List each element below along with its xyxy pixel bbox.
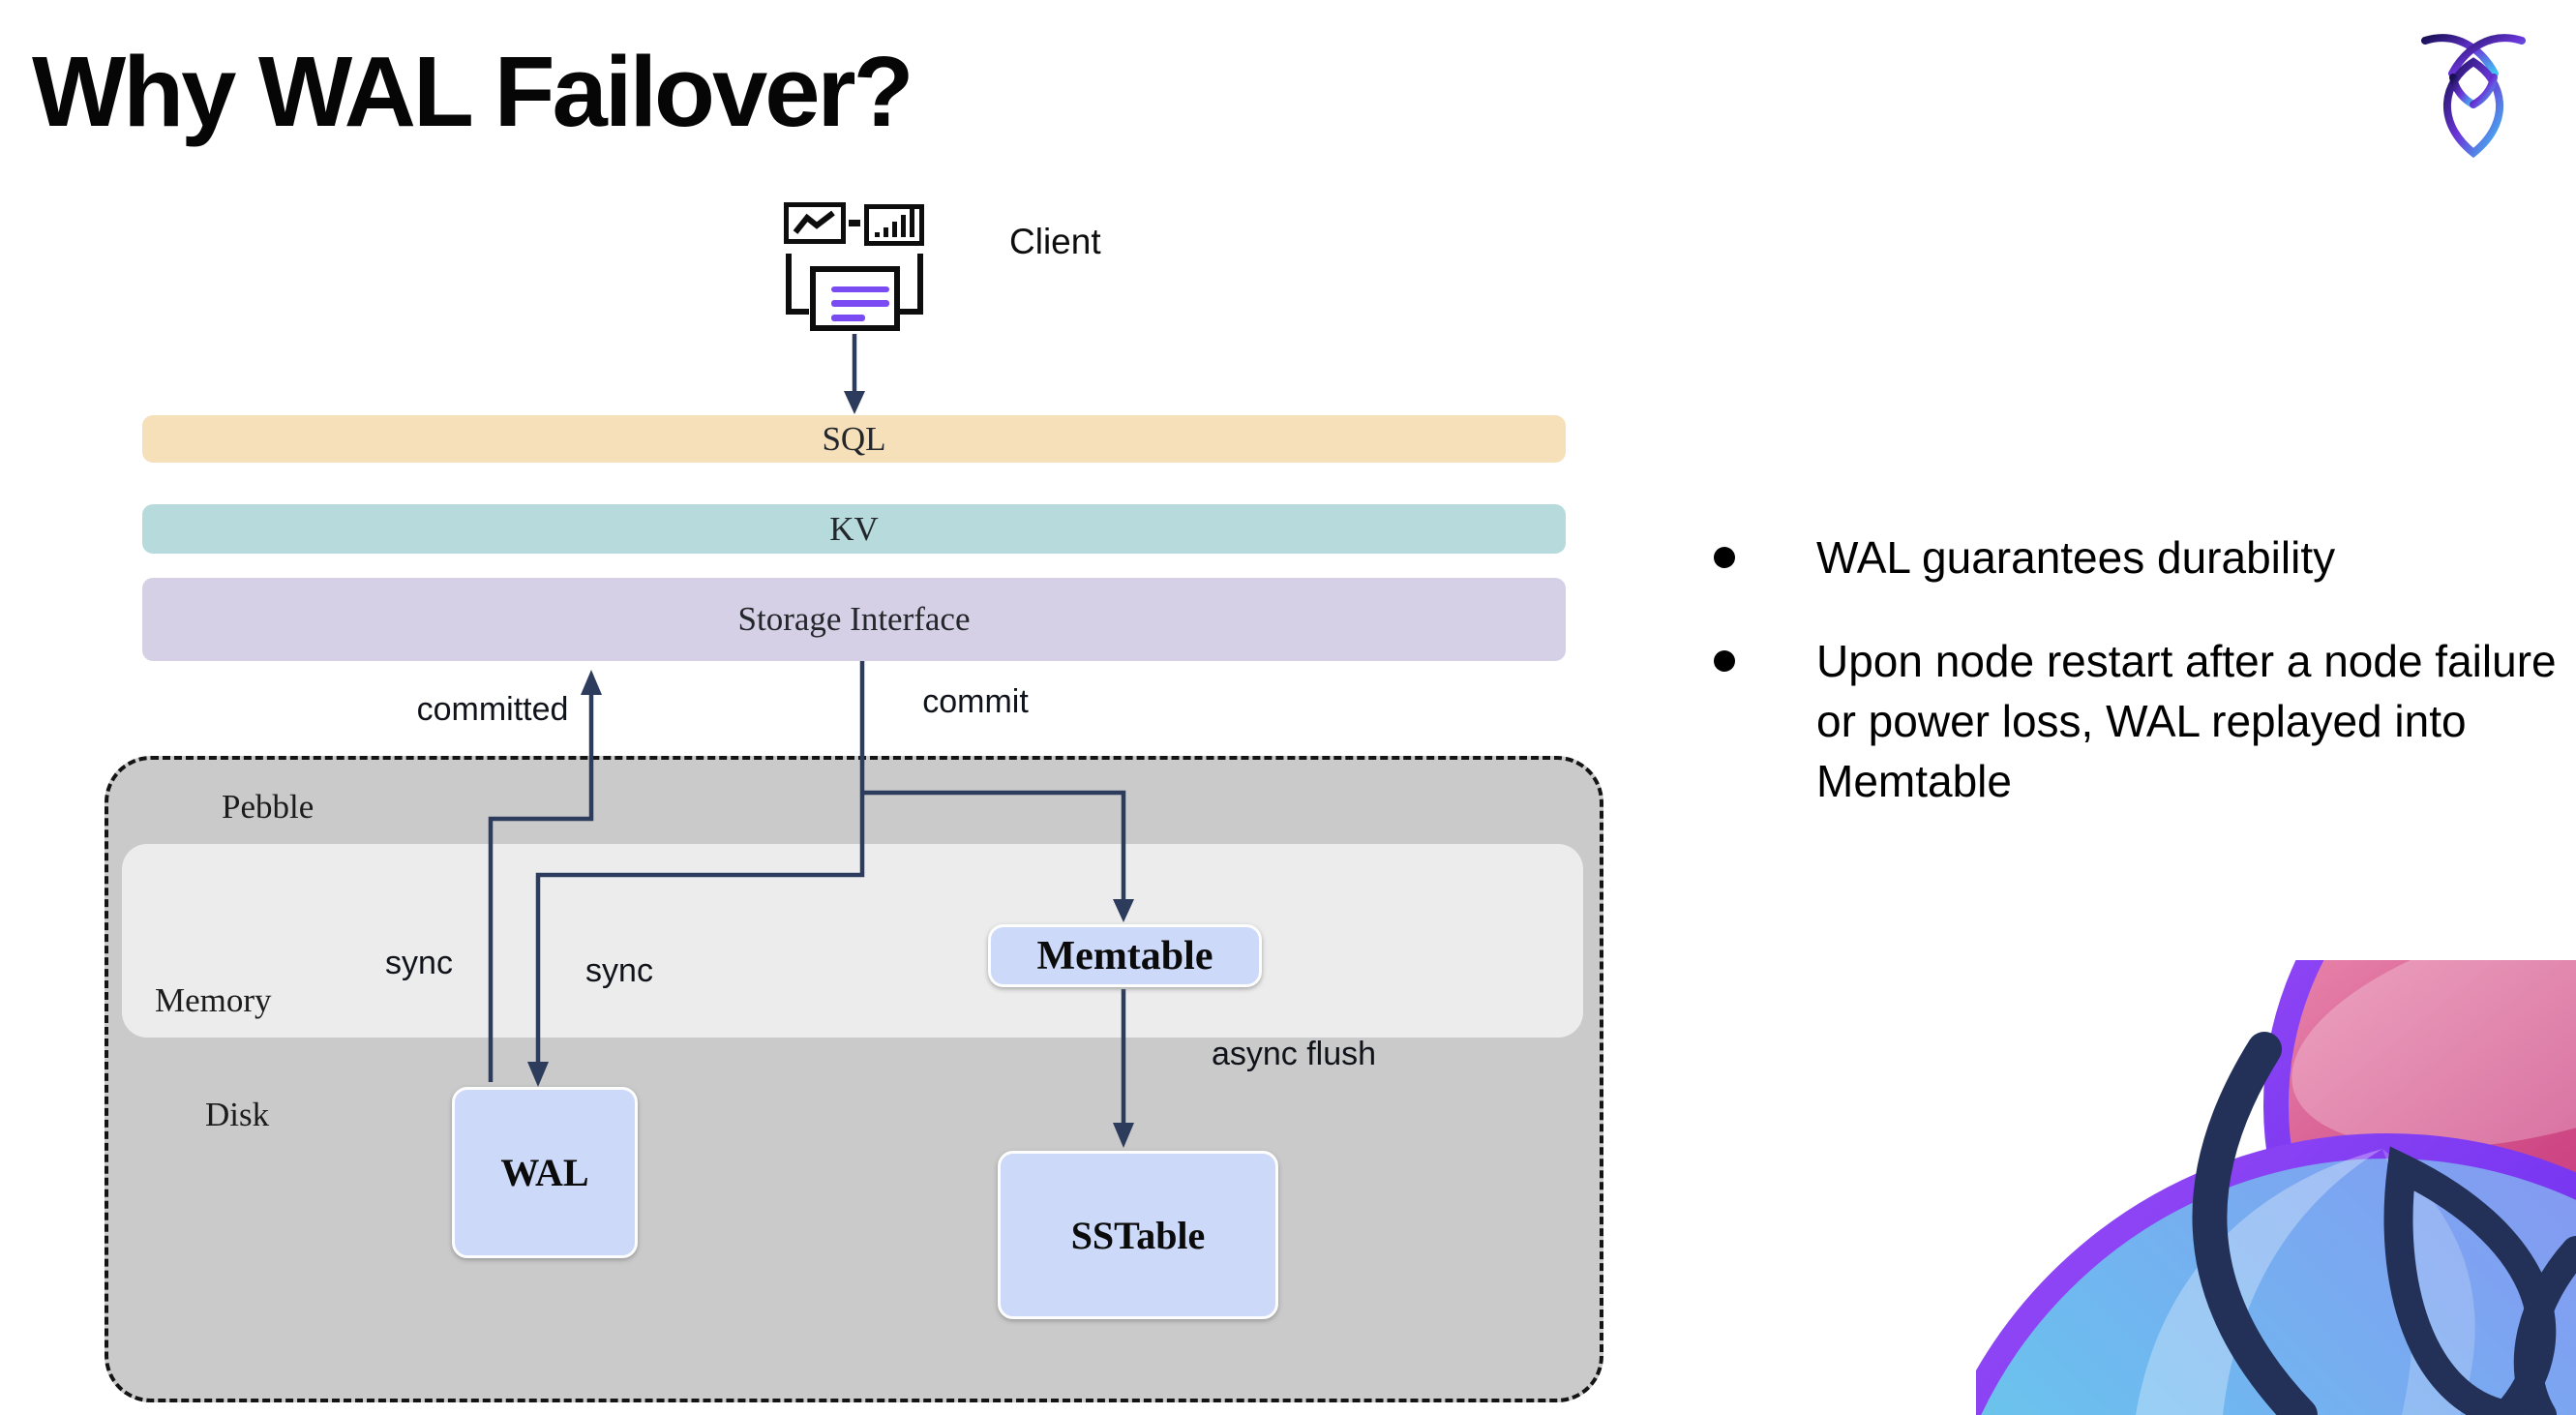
layer-storage-interface-label: Storage Interface xyxy=(737,600,971,638)
layer-sql: SQL xyxy=(142,415,1566,463)
async-flush-label: async flush xyxy=(1211,1036,1377,1072)
bracket-right-icon xyxy=(900,254,923,315)
dash-connector xyxy=(849,220,860,226)
memtable-node: Memtable xyxy=(988,924,1262,987)
sync-left-label: sync xyxy=(385,945,453,981)
disk-label: Disk xyxy=(205,1096,270,1133)
client-icon xyxy=(784,200,925,336)
committed-arrow xyxy=(488,695,594,1082)
sync-right-label: sync xyxy=(585,952,653,989)
sstable-node-label: SSTable xyxy=(1070,1213,1206,1257)
list-item: Upon node restart after a node failure o… xyxy=(1714,631,2560,811)
line-chart-icon xyxy=(784,202,846,244)
wal-node: WAL xyxy=(452,1087,638,1258)
pebble-label: Pebble xyxy=(222,788,315,826)
layer-kv-label: KV xyxy=(829,509,879,548)
sql-statement-icon xyxy=(810,266,900,331)
bar-chart-icon xyxy=(864,204,924,246)
decoration-graphic xyxy=(1976,960,2576,1415)
memtable-node-label: Memtable xyxy=(1036,933,1213,978)
memory-label: Memory xyxy=(155,981,272,1019)
bullet-dot-icon xyxy=(1714,547,1735,568)
layer-sql-label: SQL xyxy=(822,419,886,458)
cockroachdb-logo-icon xyxy=(2421,34,2526,159)
page-title: Why WAL Failover? xyxy=(32,36,914,147)
bracket-left-icon xyxy=(786,254,809,315)
bullet-text: Upon node restart after a node failure o… xyxy=(1816,636,2557,806)
layer-storage-interface: Storage Interface xyxy=(142,578,1566,661)
sstable-node: SSTable xyxy=(998,1151,1278,1319)
commit-line xyxy=(535,661,865,1062)
committed-label: committed xyxy=(416,691,569,728)
commit-to-memtable-line xyxy=(862,790,1126,911)
list-item: WAL guarantees durability xyxy=(1714,527,2560,587)
commit-label: commit xyxy=(922,683,1029,720)
bullet-dot-icon xyxy=(1714,650,1735,672)
bullet-list: WAL guarantees durability Upon node rest… xyxy=(1689,527,2560,811)
client-label: Client xyxy=(1009,222,1101,261)
layer-kv: KV xyxy=(142,504,1566,554)
wal-node-label: WAL xyxy=(500,1151,589,1194)
bullet-text: WAL guarantees durability xyxy=(1816,532,2336,583)
